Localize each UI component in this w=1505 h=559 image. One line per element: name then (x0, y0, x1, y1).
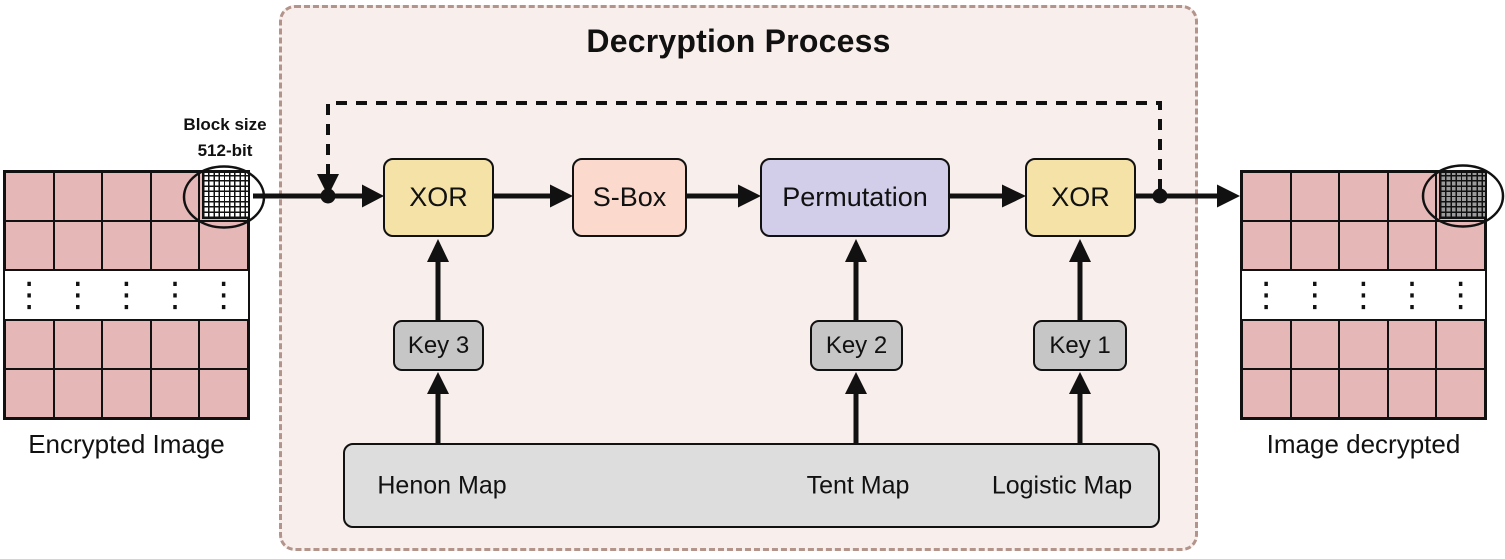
grid-dots-cell: ⋮ (53, 270, 103, 320)
key1-box: Key 1 (1033, 320, 1127, 371)
grid-pixel-cell (1339, 319, 1388, 369)
grid-pixel-cell (1242, 368, 1291, 418)
grid-pixel-cell (199, 319, 248, 369)
grid-pixel-cell (1339, 368, 1388, 418)
grid-pixel-cell (150, 319, 200, 369)
grid-dots-cell: ⋮ (5, 270, 54, 320)
grid-pixel-cell (102, 319, 151, 369)
xor2-box: XOR (1025, 158, 1136, 237)
grid-pixel-cell (1436, 221, 1485, 271)
grid-dots-cell: ⋮ (150, 270, 200, 320)
block-size-label-line2: 512-bit (197, 140, 253, 160)
grid-pixel-cell (1242, 319, 1291, 369)
panel-title: Decryption Process (586, 23, 891, 59)
encrypted-image-grid: ⋮⋮⋮⋮⋮ (3, 170, 250, 420)
xor1-box: XOR (383, 158, 494, 237)
permutation-box: Permutation (760, 158, 950, 237)
grid-pixel-cell (1339, 172, 1388, 222)
grid-dots-cell: ⋮ (1242, 270, 1291, 320)
grid-pixel-cell (5, 221, 54, 271)
key3-box: Key 3 (393, 320, 484, 371)
grid-pixel-cell (1290, 319, 1340, 369)
grid-pixel-cell (102, 221, 151, 271)
grid-pixel-cell (1339, 221, 1388, 271)
grid-pixel-cell (1290, 221, 1340, 271)
logistic-map-label: Logistic Map (991, 471, 1133, 499)
arrow-output-head-icon (1217, 184, 1240, 208)
key2-box: Key 2 (810, 320, 903, 371)
grid-dots-cell: ⋮ (1339, 270, 1388, 320)
grid-pixel-cell (1436, 368, 1485, 418)
grid-pixel-cell (53, 221, 103, 271)
sbox-box: S-Box (572, 158, 687, 237)
grid-pixel-cell (150, 172, 200, 222)
henon-map-label: Henon Map (377, 471, 507, 499)
grid-pixel-cell (53, 172, 103, 222)
grid-pixel-cell (150, 221, 200, 271)
grid-dots-cell: ⋮ (1290, 270, 1340, 320)
grid-pixel-cell (1242, 221, 1291, 271)
grid-pixel-cell (5, 368, 54, 418)
grid-pixel-cell (199, 221, 248, 271)
tent-map-label: Tent Map (806, 471, 910, 499)
grid-pixel-cell (199, 368, 248, 418)
grid-pixel-cell (1242, 172, 1291, 222)
encrypted-image-caption: Encrypted Image (28, 429, 225, 459)
grid-pixel-cell (1387, 319, 1437, 369)
grid-pixel-cell (150, 368, 200, 418)
grid-dots-cell: ⋮ (199, 270, 248, 320)
grid-pixel-cell (1436, 319, 1485, 369)
grid-pixel-cell (102, 172, 151, 222)
grid-pixel-cell (1387, 368, 1437, 418)
block-hatch-icon (202, 172, 249, 219)
grid-pixel-cell (5, 172, 54, 222)
block-size-label: Block size 512-bit (150, 112, 300, 163)
grid-pixel-cell (1387, 221, 1437, 271)
grid-pixel-cell (102, 368, 151, 418)
grid-dots-cell: ⋮ (102, 270, 151, 320)
block-size-label-line1: Block size (183, 115, 267, 134)
grid-dots-cell: ⋮ (1436, 270, 1485, 320)
grid-pixel-cell (53, 319, 103, 369)
grid-pixel-cell (5, 319, 54, 369)
decrypted-image-caption: Image decrypted (1266, 429, 1461, 459)
chaotic-maps-bar: Henon Map Tent Map Logistic Map (343, 443, 1160, 528)
grid-pixel-cell (1290, 172, 1340, 222)
grid-pixel-cell (1290, 368, 1340, 418)
grid-dots-cell: ⋮ (1387, 270, 1437, 320)
grid-pixel-cell (1387, 172, 1437, 222)
grid-pixel-cell (53, 368, 103, 418)
block-hatch-icon (1439, 172, 1486, 219)
